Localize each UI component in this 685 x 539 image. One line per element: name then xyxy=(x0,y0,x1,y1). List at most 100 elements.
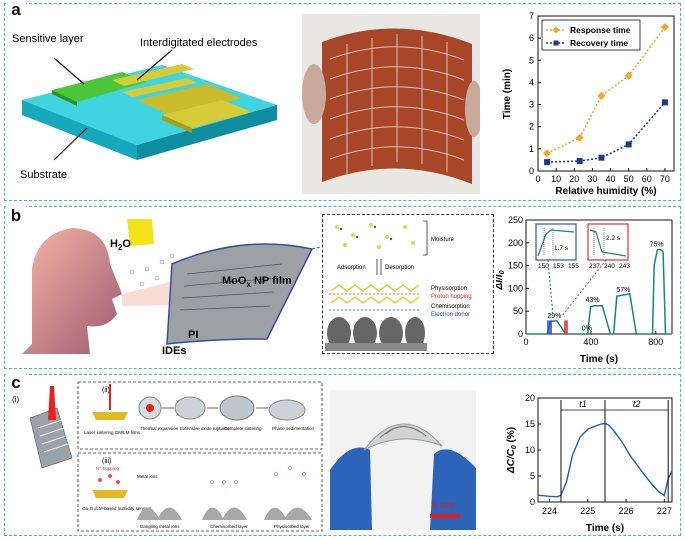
panel-a-label: a xyxy=(6,0,26,20)
lm-schematic: (i) (ii) (iii) Laser sintering GM/LM fil… xyxy=(12,381,323,532)
chemisorbed-label: Chemisorbed layer xyxy=(210,524,248,529)
electrode-top-shape xyxy=(112,64,194,86)
panel-b-label: b xyxy=(6,206,26,226)
svg-text:MoOx NP film: MoOx NP film xyxy=(222,275,292,289)
chart-c-ylabel: ΔC/C xyxy=(506,448,517,474)
y-tick-label: 2 xyxy=(529,122,534,132)
y-tick-label: 3 xyxy=(529,100,534,110)
moisture-label: Moisture xyxy=(431,237,455,243)
inset-left-tick: 150 xyxy=(538,263,549,270)
chart-a-xlabel: Relative humidity (%) xyxy=(555,186,656,197)
chemisorption-label: Chemisorption xyxy=(431,304,470,310)
bent-sensor-photo: 5 mm xyxy=(330,390,476,530)
inset-left xyxy=(535,223,577,261)
laser-beam xyxy=(48,386,56,420)
x-tick-label: 60 xyxy=(642,174,652,184)
peak-annotation: 29% xyxy=(547,313,561,320)
scale-bar xyxy=(430,514,460,518)
electron-donor-label: Electron donor xyxy=(431,312,470,318)
series-line-0 xyxy=(526,248,672,335)
electrodes-arrow xyxy=(136,49,173,81)
proton-hopping-label: Proton hopping xyxy=(431,294,472,300)
sensitive-layer-arrow xyxy=(53,57,85,85)
chart-b-xlabel: Time (s) xyxy=(580,354,618,365)
box-ii xyxy=(77,381,323,450)
inset-left-tick: 155 xyxy=(568,263,579,270)
y-tick-label: 0 xyxy=(518,329,523,339)
panel-a-frame xyxy=(4,3,681,201)
series-line-0 xyxy=(546,26,666,155)
y-tick-label: 200 xyxy=(508,238,523,248)
x-tick-label: 30 xyxy=(587,174,597,184)
panel-c-label: c xyxy=(6,373,26,393)
substrate-label: Substrate xyxy=(20,169,67,181)
y-tick-label: 150 xyxy=(508,261,523,271)
svg-text:O: O xyxy=(302,472,306,478)
flexible-sensor-photo xyxy=(302,14,483,194)
x-tick-label: 225 xyxy=(580,506,595,516)
complete-label: Complete sintering xyxy=(224,426,262,431)
panel-b-frame xyxy=(4,206,681,369)
y-tick-label: 20 xyxy=(525,393,535,403)
legend-label: Recovery time xyxy=(570,38,628,48)
chart-b-ylabel: ΔI/I xyxy=(496,274,505,290)
highlight-rise xyxy=(547,320,552,334)
h2o-label: H xyxy=(110,238,118,250)
wearable-illustration: H2O MoOx NP film PI IDEs xyxy=(22,219,322,357)
y-tick-label: 250 xyxy=(508,215,523,225)
peak-annotation: 57% xyxy=(616,287,630,294)
scale-label: 5 mm xyxy=(432,500,455,510)
data-point xyxy=(660,23,669,32)
head-silhouette xyxy=(22,228,122,354)
y-tick-label: 5 xyxy=(530,471,535,481)
y-tick-label: 6 xyxy=(529,33,534,43)
sensor-chip xyxy=(29,407,73,469)
y-tick-label: 100 xyxy=(508,283,523,293)
y-tick-label: 50 xyxy=(513,306,523,316)
physisorbed-label: Physisorbed layer xyxy=(274,524,310,529)
y-tick-label: 0 xyxy=(529,166,534,176)
y-tick-label: 4 xyxy=(529,77,534,87)
data-point xyxy=(575,133,584,142)
y-tick-label: 7 xyxy=(529,11,534,21)
inset-right-tick: 237 xyxy=(589,263,600,270)
x-tick-label: 227 xyxy=(657,506,672,516)
x-tick-label: 226 xyxy=(619,506,634,516)
data-point xyxy=(625,141,632,148)
x-tick-label: 0 xyxy=(523,337,528,347)
peak-annotation: 0% xyxy=(582,325,592,332)
svg-text:O: O xyxy=(288,466,292,472)
electrodes-label: Interdigitated electrodes xyxy=(140,37,258,49)
x-tick-label: 20 xyxy=(569,174,579,184)
inset-right xyxy=(587,223,629,261)
inset-left-tick: 153 xyxy=(553,263,564,270)
box-iii xyxy=(77,452,323,532)
y-tick-label: 15 xyxy=(525,419,535,429)
label-i: (i) xyxy=(12,395,19,404)
highlight-fall xyxy=(564,320,568,334)
oxide-label: Extensive oxide ruptures xyxy=(180,426,230,431)
label-ii: (ii) xyxy=(102,387,110,394)
electrode-pad xyxy=(137,84,242,116)
x-tick-label: 0 xyxy=(535,174,540,184)
chart-a-ylabel: Time (min) xyxy=(502,69,513,119)
x-tick-label: 10 xyxy=(551,174,561,184)
series-line-0 xyxy=(537,422,673,498)
legend-marker xyxy=(553,40,559,46)
t1-label: t1 xyxy=(579,399,587,409)
series-line-1 xyxy=(547,101,666,163)
panel-c-frame xyxy=(4,374,681,536)
y-tick-label: 1 xyxy=(529,144,534,154)
inset-left-label: 1.7 s xyxy=(554,245,569,252)
data-point xyxy=(624,71,633,80)
svg-text:ΔI/I0: ΔI/I0 xyxy=(496,270,506,290)
svg-text:O: O xyxy=(222,480,226,486)
chart-c-xlabel: Time (s) xyxy=(586,523,624,534)
chart-a-frame xyxy=(537,15,675,172)
peak-annotation: 43% xyxy=(586,297,600,304)
svg-text:ΔC/C0 (%): ΔC/C0 (%) xyxy=(506,427,518,474)
desorption-label: Desorption xyxy=(385,265,414,271)
data-point xyxy=(598,154,605,161)
